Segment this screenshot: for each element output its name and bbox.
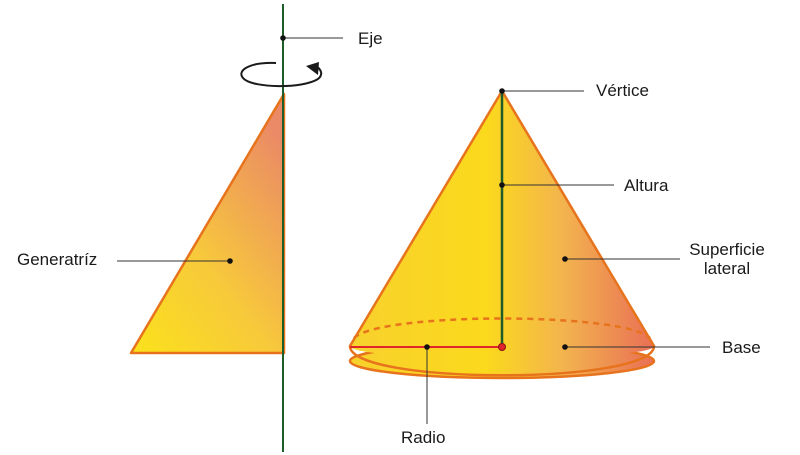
altura-dot (499, 182, 505, 188)
label-superficie-lateral: Superficie lateral (672, 240, 782, 278)
cone-left-edge (348, 89, 504, 348)
circular-arrow-icon (240, 61, 323, 88)
center-dot (498, 343, 506, 351)
cone-base-front-edge (348, 345, 656, 377)
cone-right-edge (500, 89, 656, 348)
superficie-dot (562, 256, 568, 262)
cone-base-back-edge (353, 317, 651, 339)
base-dot (562, 344, 568, 350)
generatriz-dot (227, 258, 233, 264)
label-radio: Radio (401, 428, 446, 447)
vertice-dot (499, 88, 505, 94)
label-generatriz: Generatríz (17, 250, 98, 269)
label-vertice: Vértice (596, 81, 649, 100)
label-superficie-line1: Superficie (689, 240, 765, 259)
label-eje: Eje (358, 29, 383, 48)
label-superficie-line2: lateral (703, 259, 751, 278)
eje-dot (280, 35, 286, 41)
generating-triangle (129, 92, 286, 355)
radio-dot (424, 344, 430, 350)
label-base: Base (722, 338, 761, 357)
label-altura: Altura (624, 176, 669, 195)
